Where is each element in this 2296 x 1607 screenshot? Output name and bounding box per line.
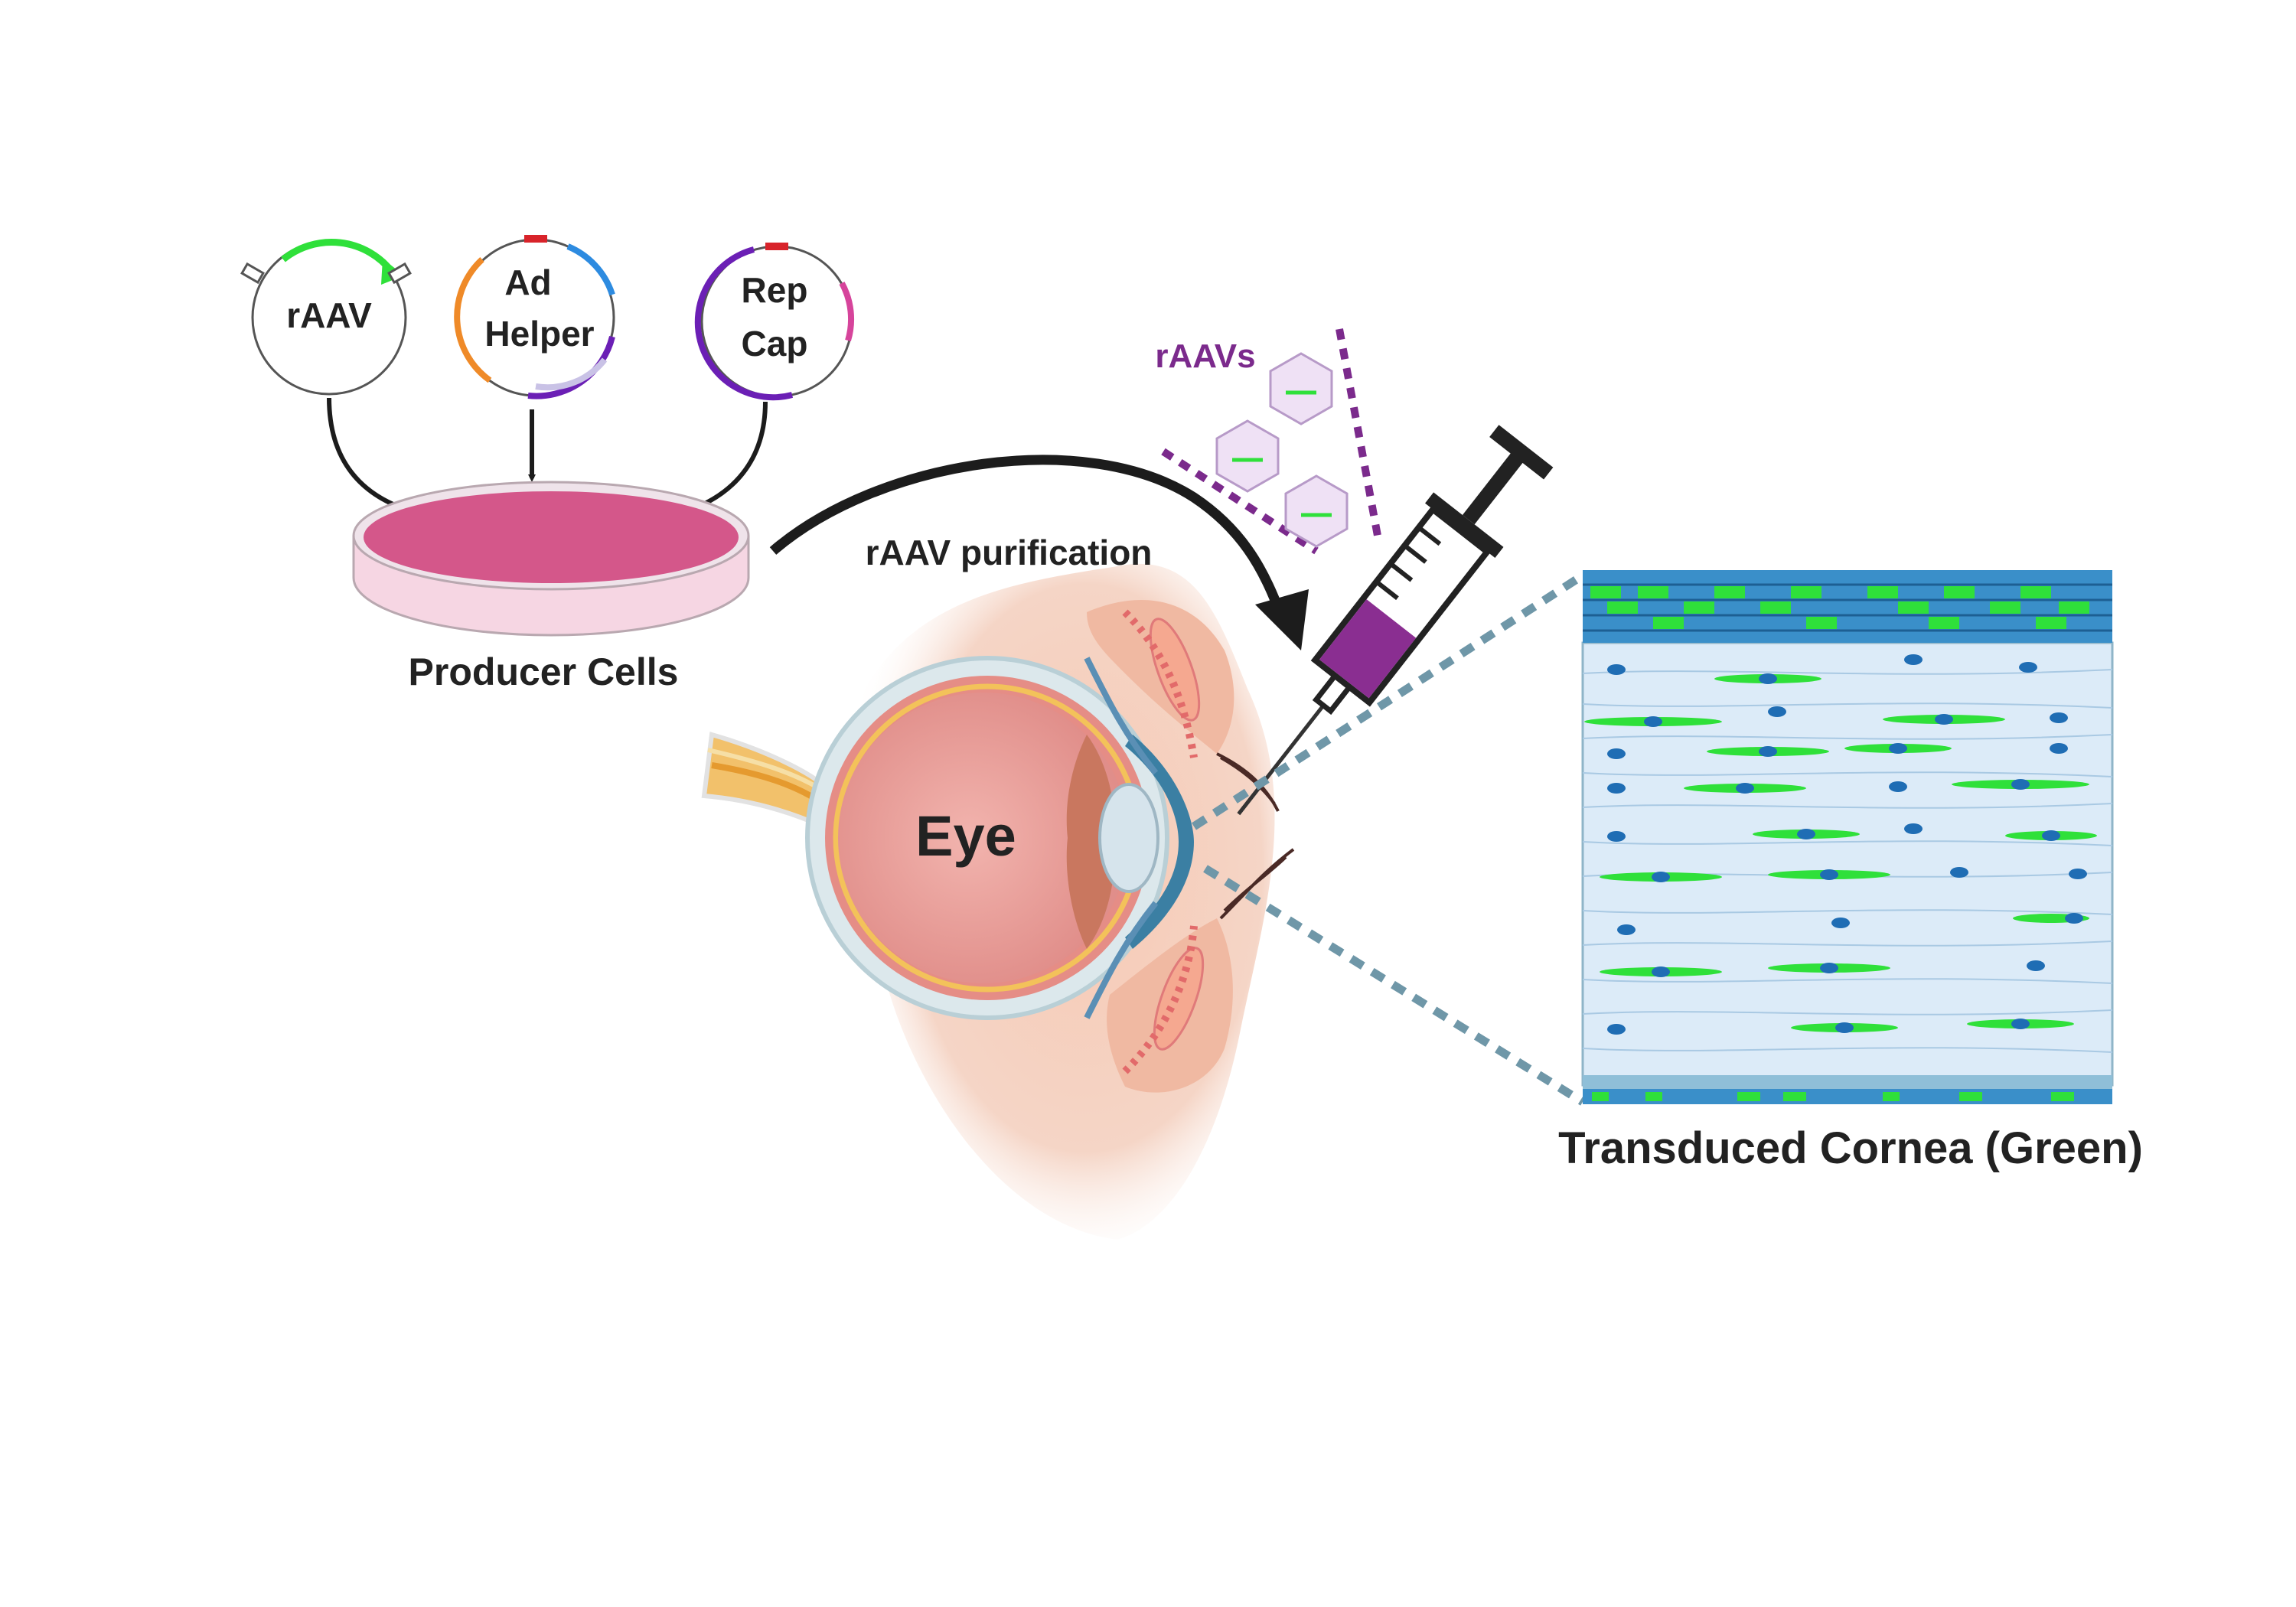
ciliary-body bbox=[1066, 735, 1115, 949]
epithelium-rows bbox=[1583, 583, 2112, 632]
raavs-label: rAAVs bbox=[1155, 337, 1255, 375]
aav-capsid-icon bbox=[1269, 352, 1333, 425]
syringe-liquid bbox=[1319, 599, 1417, 699]
zoom-lines bbox=[1192, 572, 1585, 1106]
raav-itr-left bbox=[240, 262, 265, 285]
gfp-epithelial-cells bbox=[1590, 586, 2089, 629]
ad-helper-label-line1: Ad bbox=[504, 262, 551, 302]
eyelashes-lower bbox=[1219, 848, 1295, 920]
ad-helper-blue-arc bbox=[566, 243, 615, 296]
ad-helper-orange-arc bbox=[454, 257, 492, 383]
rep-cap-pink-arc bbox=[839, 282, 855, 342]
purification-arrow bbox=[769, 455, 1309, 650]
transduced-cornea-label: Transduced Cornea (Green) bbox=[1558, 1123, 2143, 1173]
raav-itr-right bbox=[387, 262, 412, 285]
syringe-needle bbox=[1237, 704, 1326, 816]
aav-capsid-icon bbox=[1284, 474, 1349, 548]
virion-cluster: rAAVs bbox=[1155, 328, 1381, 555]
raav-plasmid-label: rAAV bbox=[286, 295, 372, 335]
eye-label: Eye bbox=[915, 804, 1016, 868]
lens bbox=[1098, 783, 1159, 893]
producer-cells-label: Producer Cells bbox=[409, 650, 679, 693]
petri-dish: Producer Cells bbox=[352, 481, 750, 693]
syringe-icon bbox=[1237, 425, 1554, 816]
rep-cap-label-line2: Cap bbox=[742, 324, 808, 363]
corneal-stroma bbox=[1581, 641, 2114, 1087]
keratocyte-nuclei bbox=[1607, 654, 2087, 1035]
purification-label: rAAV purification bbox=[866, 533, 1153, 572]
ad-helper-red-marker bbox=[524, 235, 547, 243]
corneal-epithelium bbox=[1583, 570, 2112, 643]
eye-cross-section: Eye bbox=[701, 563, 1295, 1240]
vitreous bbox=[838, 693, 1129, 983]
spray-line-right bbox=[1336, 328, 1381, 536]
cornea-front bbox=[1125, 735, 1194, 949]
producer-cell-layer bbox=[364, 491, 739, 583]
ad-helper-lavender-arc bbox=[535, 357, 608, 391]
raav-transgene-arc bbox=[281, 239, 395, 274]
ad-helper-plasmid: Ad Helper bbox=[454, 235, 615, 399]
rep-cap-red-marker bbox=[765, 243, 788, 250]
ad-helper-label-line2: Helper bbox=[484, 314, 594, 354]
aav-capsid-icon bbox=[1215, 419, 1280, 493]
cornea-section: Transduced Cornea (Green) bbox=[1558, 570, 2143, 1173]
rep-cap-label-line1: Rep bbox=[742, 270, 808, 310]
rep-cap-plasmid: Rep Cap bbox=[694, 243, 855, 401]
rep-cap-purple-arc bbox=[694, 246, 794, 401]
eyelashes-upper bbox=[1216, 752, 1280, 812]
arrow-raav-to-dish bbox=[327, 397, 421, 516]
purification-arrow-head-icon bbox=[1255, 589, 1309, 650]
syringe-plunger-rod bbox=[1462, 448, 1527, 525]
raav-plasmid: rAAV bbox=[240, 239, 412, 396]
gfp-endothelial-cells bbox=[1592, 1092, 2074, 1101]
syringe-plunger-cap bbox=[1489, 425, 1554, 480]
spray-line-left bbox=[1161, 448, 1319, 555]
descemet-membrane bbox=[1583, 1075, 2112, 1089]
